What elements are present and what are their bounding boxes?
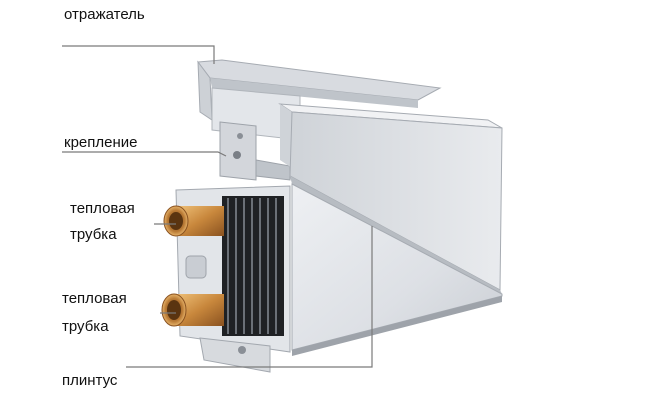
label-pipe-lower-line1: тепловая — [62, 290, 127, 307]
leader-lines — [62, 45, 373, 368]
mount-bracket — [219, 121, 291, 181]
heat-pipe-lower — [161, 293, 224, 327]
reflector-part — [197, 59, 442, 141]
heat-pipe-upper — [163, 205, 224, 237]
label-reflector: отражатель — [64, 6, 145, 23]
label-pipe-upper-line2: трубка — [70, 226, 117, 243]
heat-fins — [222, 196, 284, 336]
label-pipe-upper-line1: тепловая — [70, 200, 135, 217]
label-mount: крепление — [64, 134, 138, 151]
label-pipe-lower-line2: трубка — [62, 318, 109, 335]
label-baseboard: плинтус — [62, 372, 118, 389]
front-cover — [278, 103, 503, 356]
